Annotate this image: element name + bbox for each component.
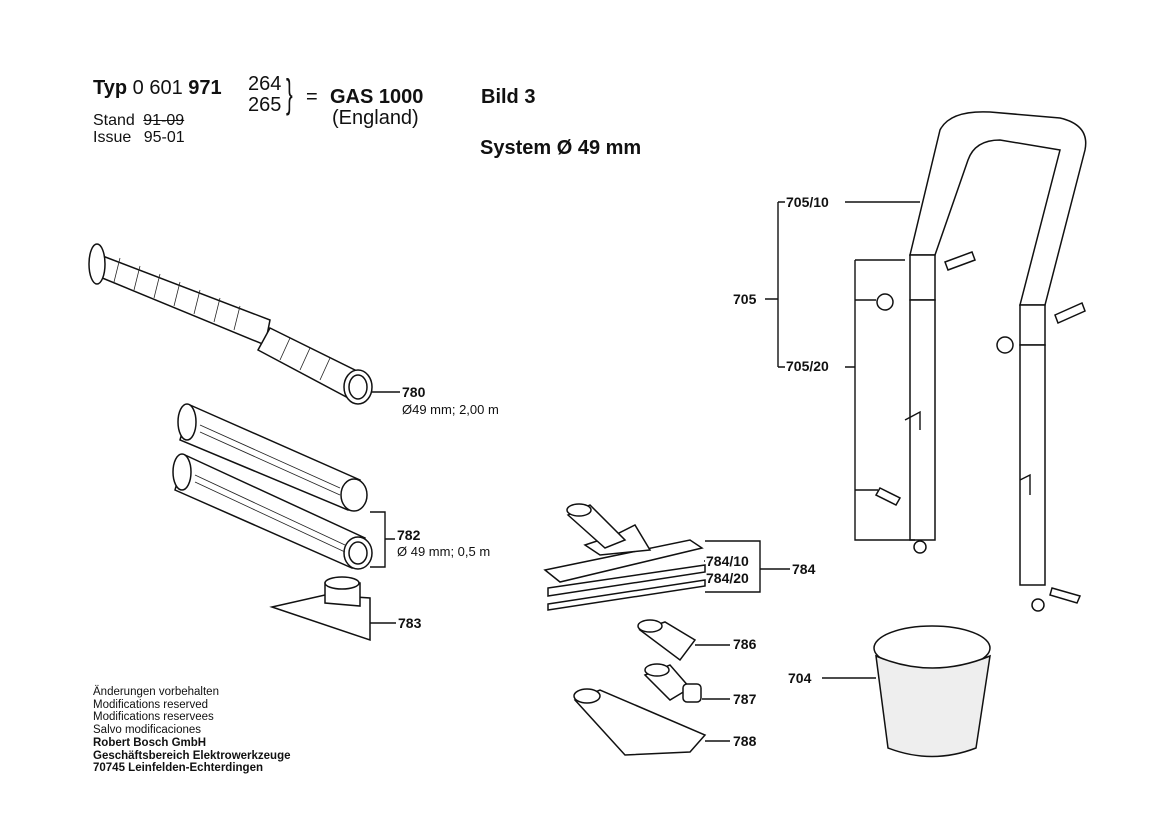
part-704-number: 704 [788,670,812,686]
part-780-number: 780 [402,384,426,400]
part-782-number: 782 [397,527,421,543]
nozzle-783 [269,576,396,642]
part-784-number: 784 [792,561,816,577]
region: (England) [332,107,419,129]
part-784-20: 784/20 [706,570,749,586]
footer-line: Modifications reservees [93,711,214,723]
handle-705 [765,111,1087,612]
part-786-number: 786 [733,636,757,652]
part-784-10: 784/10 [706,553,749,569]
footer-notes: Änderungen vorbehalten Modifications res… [93,686,291,775]
part-705-20: 705/20 [786,358,829,374]
issue-value: 95-01 [143,129,185,146]
part-705-10: 705/10 [786,194,829,210]
stand-line: Stand 91-09 [93,112,184,130]
part-780-spec: Ø49 mm; 2,00 m [402,402,499,417]
figure-label: Bild 3 [481,86,536,108]
floor-nozzle-784 [543,503,790,611]
part-783-number: 783 [398,615,422,631]
brace-icon: } [286,72,293,116]
system-label: System Ø 49 mm [480,137,642,159]
issue-label: Issue [93,129,132,146]
tubes-782 [172,403,395,570]
company-division: Geschäftsbereich Elektrowerkzeuge [93,749,291,762]
type-line: Typ 0 601 971 [93,77,222,100]
typ-prefix: 0 601 [132,77,183,99]
part-787-number: 787 [733,691,757,707]
upholstery-nozzle-788 [573,688,730,756]
company-name: Robert Bosch GmbH [93,737,207,749]
part-782-spec: Ø 49 mm; 0,5 m [397,544,490,559]
footer-line: Salvo modificaciones [93,723,202,736]
typ-main: 971 [188,77,222,99]
typ-label: Typ [93,77,128,99]
part-705-number: 705 [733,291,757,307]
stand-label: Stand [93,112,135,129]
model-name: GAS 1000 [330,86,424,108]
footer-line: Änderungen vorbehalten [93,686,219,698]
variant-list: 264 265 [248,74,281,116]
nozzle-786 [637,619,730,662]
stand-value: 91-09 [143,112,185,129]
equals-sign: = [306,86,318,108]
issue-line: Issue 95-01 [93,129,185,147]
variant-265: 265 [248,94,282,116]
part-788-number: 788 [733,733,757,749]
nozzle-787 [643,663,730,703]
company-address: 70745 Leinfelden-Echterdingen [93,762,263,774]
hose-780 [88,243,400,405]
filter-basket-704 [822,625,991,758]
variant-264: 264 [248,73,282,95]
footer-line: Modifications reserved [93,698,209,711]
